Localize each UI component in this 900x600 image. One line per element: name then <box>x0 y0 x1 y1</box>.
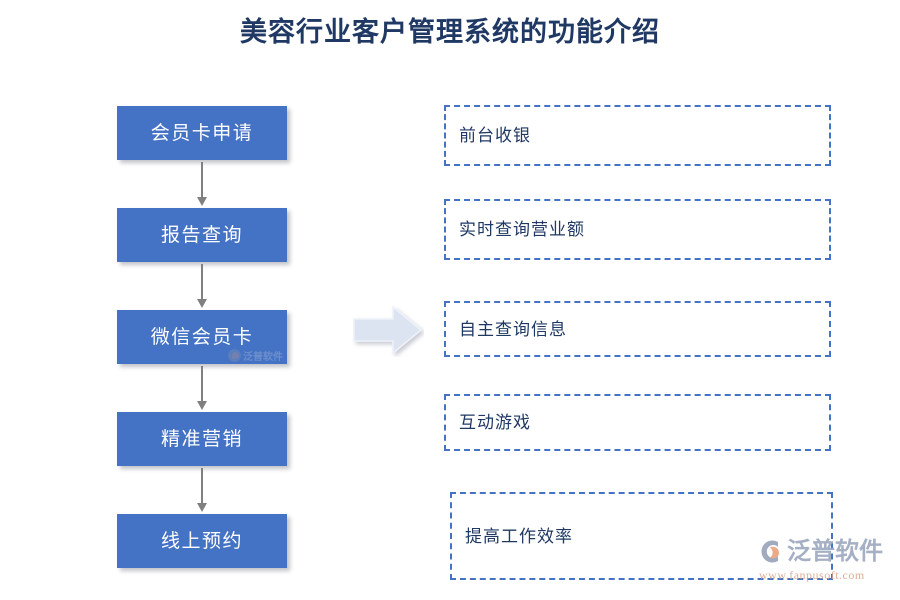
right-block-arrow-icon <box>352 305 424 357</box>
flow-step-1[interactable]: 会员卡申请 <box>117 106 287 160</box>
benefit-item-label: 前台收银 <box>459 126 531 145</box>
brand-watermark-text: 泛普软件 <box>243 352 283 363</box>
flow-step-label: 微信会员卡 <box>150 326 254 348</box>
page-title: 美容行业客户管理系统的功能介绍 <box>240 17 660 47</box>
flow-step-label: 会员卡申请 <box>150 122 254 144</box>
brand-logo-icon <box>228 349 241 362</box>
benefit-item-4[interactable]: 互动游戏 <box>444 394 831 451</box>
benefit-item-3[interactable]: 自主查询信息 <box>444 301 831 357</box>
benefit-item-2[interactable]: 实时查询营业额 <box>444 199 831 260</box>
benefit-item-label: 互动游戏 <box>459 413 531 432</box>
benefit-item-label: 实时查询营业额 <box>459 220 585 239</box>
flow-connector-arrow-4 <box>197 468 207 512</box>
flow-step-label: 报告查询 <box>160 224 243 246</box>
flow-step-4[interactable]: 精准营销 <box>117 412 287 466</box>
flow-step-3[interactable]: 微信会员卡 泛普软件 <box>117 310 287 364</box>
flow-connector-arrow-3 <box>197 366 207 410</box>
benefit-item-label: 自主查询信息 <box>459 319 567 339</box>
flow-step-label: 线上预约 <box>160 530 243 552</box>
benefit-item-5[interactable]: 提高工作效率 <box>450 492 833 580</box>
flow-step-label: 精准营销 <box>160 428 243 450</box>
benefit-item-label: 提高工作效率 <box>465 526 573 546</box>
flow-step-2[interactable]: 报告查询 <box>117 208 287 262</box>
inline-brand-watermark: 泛普软件 <box>228 348 283 363</box>
benefit-item-1[interactable]: 前台收银 <box>444 105 831 166</box>
flow-step-5[interactable]: 线上预约 <box>117 514 287 568</box>
flow-connector-arrow-1 <box>197 162 207 206</box>
flow-connector-arrow-2 <box>197 264 207 308</box>
